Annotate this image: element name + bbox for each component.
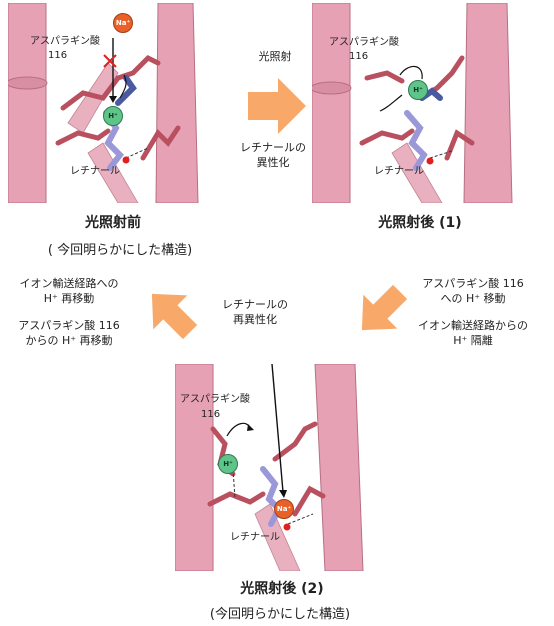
proton: H⁺ <box>218 454 238 474</box>
panel-after-illumination-2: アスパラギン酸 116 H⁺ Na⁺ レチナール <box>175 364 380 571</box>
caption-before: 光照射前 <box>85 215 141 231</box>
arrow-up-left-icon <box>151 293 198 340</box>
right-label-line3: イオン輸送経路からの <box>418 319 528 332</box>
left-label-line2: H⁺ 再移動 <box>43 292 95 305</box>
asp-number: 116 <box>201 409 221 420</box>
arrow-label-isomerization-2: 異性化 <box>256 156 290 169</box>
asp-number: 116 <box>349 51 369 62</box>
retinal-label: レチナール <box>374 166 424 177</box>
panel-before-illumination: アスパラギン酸 116 Na⁺ H⁺ レチナール <box>8 3 208 203</box>
asp-label: アスパラギン酸 <box>30 36 100 47</box>
structure-illustration-before <box>8 3 199 203</box>
caption-after-2: 光照射後 (2) <box>240 581 324 597</box>
caption-after-1: 光照射後 (1) <box>378 215 462 231</box>
structure-illustration-after-2 <box>175 364 364 571</box>
middle-label-line1: レチナールの <box>222 298 288 311</box>
right-label-line4: H⁺ 隔離 <box>453 334 493 347</box>
subcaption-before: ( 今回明らかにした構造) <box>47 243 193 258</box>
left-label-line1: イオン輸送経路への <box>19 277 119 290</box>
arrow-down-left-icon <box>361 284 408 331</box>
arrow-label-isomerization-1: レチナールの <box>240 141 306 154</box>
asp-label: アスパラギン酸 <box>180 394 250 405</box>
subcaption-after-2: (今回明らかにした構造) <box>209 607 351 622</box>
right-label-line2: への H⁺ 移動 <box>440 292 506 305</box>
sodium-ion: Na⁺ <box>274 499 294 519</box>
right-label-line1: アスパラギン酸 116 <box>422 277 524 290</box>
structure-illustration-after-1 <box>312 3 513 203</box>
left-label-line3: アスパラギン酸 116 <box>18 319 120 332</box>
asp-number: 116 <box>48 50 68 61</box>
asp-label: アスパラギン酸 <box>329 37 399 48</box>
left-label-line4: からの H⁺ 再移動 <box>25 334 113 347</box>
arrow-right-icon <box>248 78 306 134</box>
middle-label-line2: 再異性化 <box>233 313 277 326</box>
retinal-label: レチナール <box>70 166 120 177</box>
arrow-label-illumination: 光照射 <box>258 50 292 63</box>
sodium-ion: Na⁺ <box>113 13 133 33</box>
proton: H⁺ <box>408 80 428 100</box>
proton: H⁺ <box>103 106 123 126</box>
retinal-label: レチナール <box>230 532 280 543</box>
panel-after-illumination-1: アスパラギン酸 116 H⁺ レチナール <box>312 3 519 203</box>
